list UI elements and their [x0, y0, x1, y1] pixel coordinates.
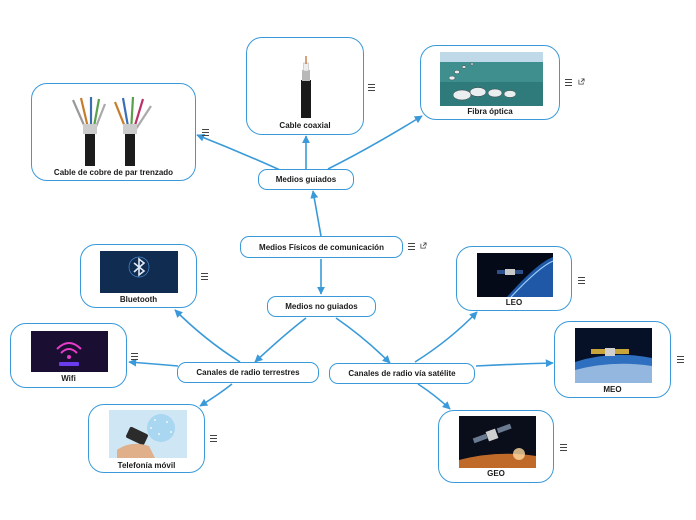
notes-icon[interactable] — [408, 243, 415, 250]
link-satellite-geo — [417, 383, 451, 410]
guided-media-label: Medios guiados — [275, 175, 337, 184]
meo-satellite-image — [575, 328, 652, 383]
geo-satellite-label: GEO — [487, 469, 505, 478]
notes-icon[interactable] — [131, 353, 138, 360]
bluetooth-card[interactable]: Bluetooth — [80, 244, 197, 308]
fiber-optic-card[interactable]: Fibra óptica — [420, 45, 560, 120]
mobile-phone-label: Telefonía móvil — [117, 461, 176, 470]
link-central-guided — [310, 190, 322, 237]
notes-icon[interactable] — [560, 444, 567, 451]
fiber-optic-label: Fibra óptica — [467, 107, 513, 116]
external-link-icon[interactable] — [420, 242, 427, 249]
link-unguided-satellite — [335, 317, 391, 364]
leo-satellite-image — [477, 253, 553, 297]
link-guided-twisted — [196, 133, 281, 171]
twisted-pair-image — [67, 96, 162, 166]
notes-icon[interactable] — [565, 79, 572, 86]
wifi-image — [31, 331, 108, 372]
external-link-icon[interactable] — [578, 78, 585, 85]
wifi-card[interactable]: Wifi — [10, 323, 127, 388]
unguided-media-node[interactable]: Medios no guiados — [267, 296, 376, 317]
terrestrial-radio-node[interactable]: Canales de radio terrestres — [177, 362, 319, 383]
terrestrial-radio-label: Canales de radio terrestres — [196, 368, 300, 377]
notes-icon[interactable] — [201, 273, 208, 280]
link-satellite-meo — [475, 359, 554, 368]
guided-media-node[interactable]: Medios guiados — [258, 169, 354, 190]
notes-icon[interactable] — [578, 277, 585, 284]
notes-icon[interactable] — [368, 84, 375, 91]
link-satellite-leo — [414, 311, 478, 363]
meo-satellite-label: MEO — [603, 385, 622, 394]
link-terrestrial-wifi — [128, 358, 179, 367]
central-topic[interactable]: Medios Físicos de comunicación — [240, 236, 403, 258]
wifi-label: Wifi — [61, 374, 76, 383]
twisted-pair-card[interactable]: Cable de cobre de par trenzado — [31, 83, 196, 181]
link-terrestrial-bluetooth — [174, 309, 241, 363]
mobile-phone-image — [109, 410, 187, 458]
link-terrestrial-mobile — [199, 383, 233, 407]
coaxial-cable-image — [283, 56, 329, 118]
link-guided-fiber — [327, 115, 423, 170]
bluetooth-image — [100, 251, 178, 293]
notes-icon[interactable] — [677, 356, 684, 363]
geo-satellite-card[interactable]: GEO — [438, 410, 554, 483]
geo-satellite-image — [459, 416, 536, 468]
satellite-radio-node[interactable]: Canales de radio vía satélite — [329, 363, 475, 384]
coaxial-cable-card[interactable]: Cable coaxial — [246, 37, 364, 135]
fiber-optic-image — [440, 52, 543, 106]
satellite-radio-label: Canales de radio vía satélite — [348, 369, 456, 378]
central-topic-label: Medios Físicos de comunicación — [259, 242, 384, 252]
leo-satellite-label: LEO — [505, 298, 523, 307]
notes-icon[interactable] — [202, 129, 209, 136]
unguided-media-label: Medios no guiados — [285, 302, 358, 311]
meo-satellite-card[interactable]: MEO — [554, 321, 671, 398]
link-unguided-terrestrial — [254, 317, 307, 363]
mobile-phone-card[interactable]: Telefonía móvil — [88, 404, 205, 473]
coaxial-cable-label: Cable coaxial — [279, 121, 331, 130]
leo-satellite-card[interactable]: LEO — [456, 246, 572, 311]
notes-icon[interactable] — [210, 435, 217, 442]
bluetooth-label: Bluetooth — [119, 295, 158, 304]
twisted-pair-label: Cable de cobre de par trenzado — [53, 168, 174, 177]
